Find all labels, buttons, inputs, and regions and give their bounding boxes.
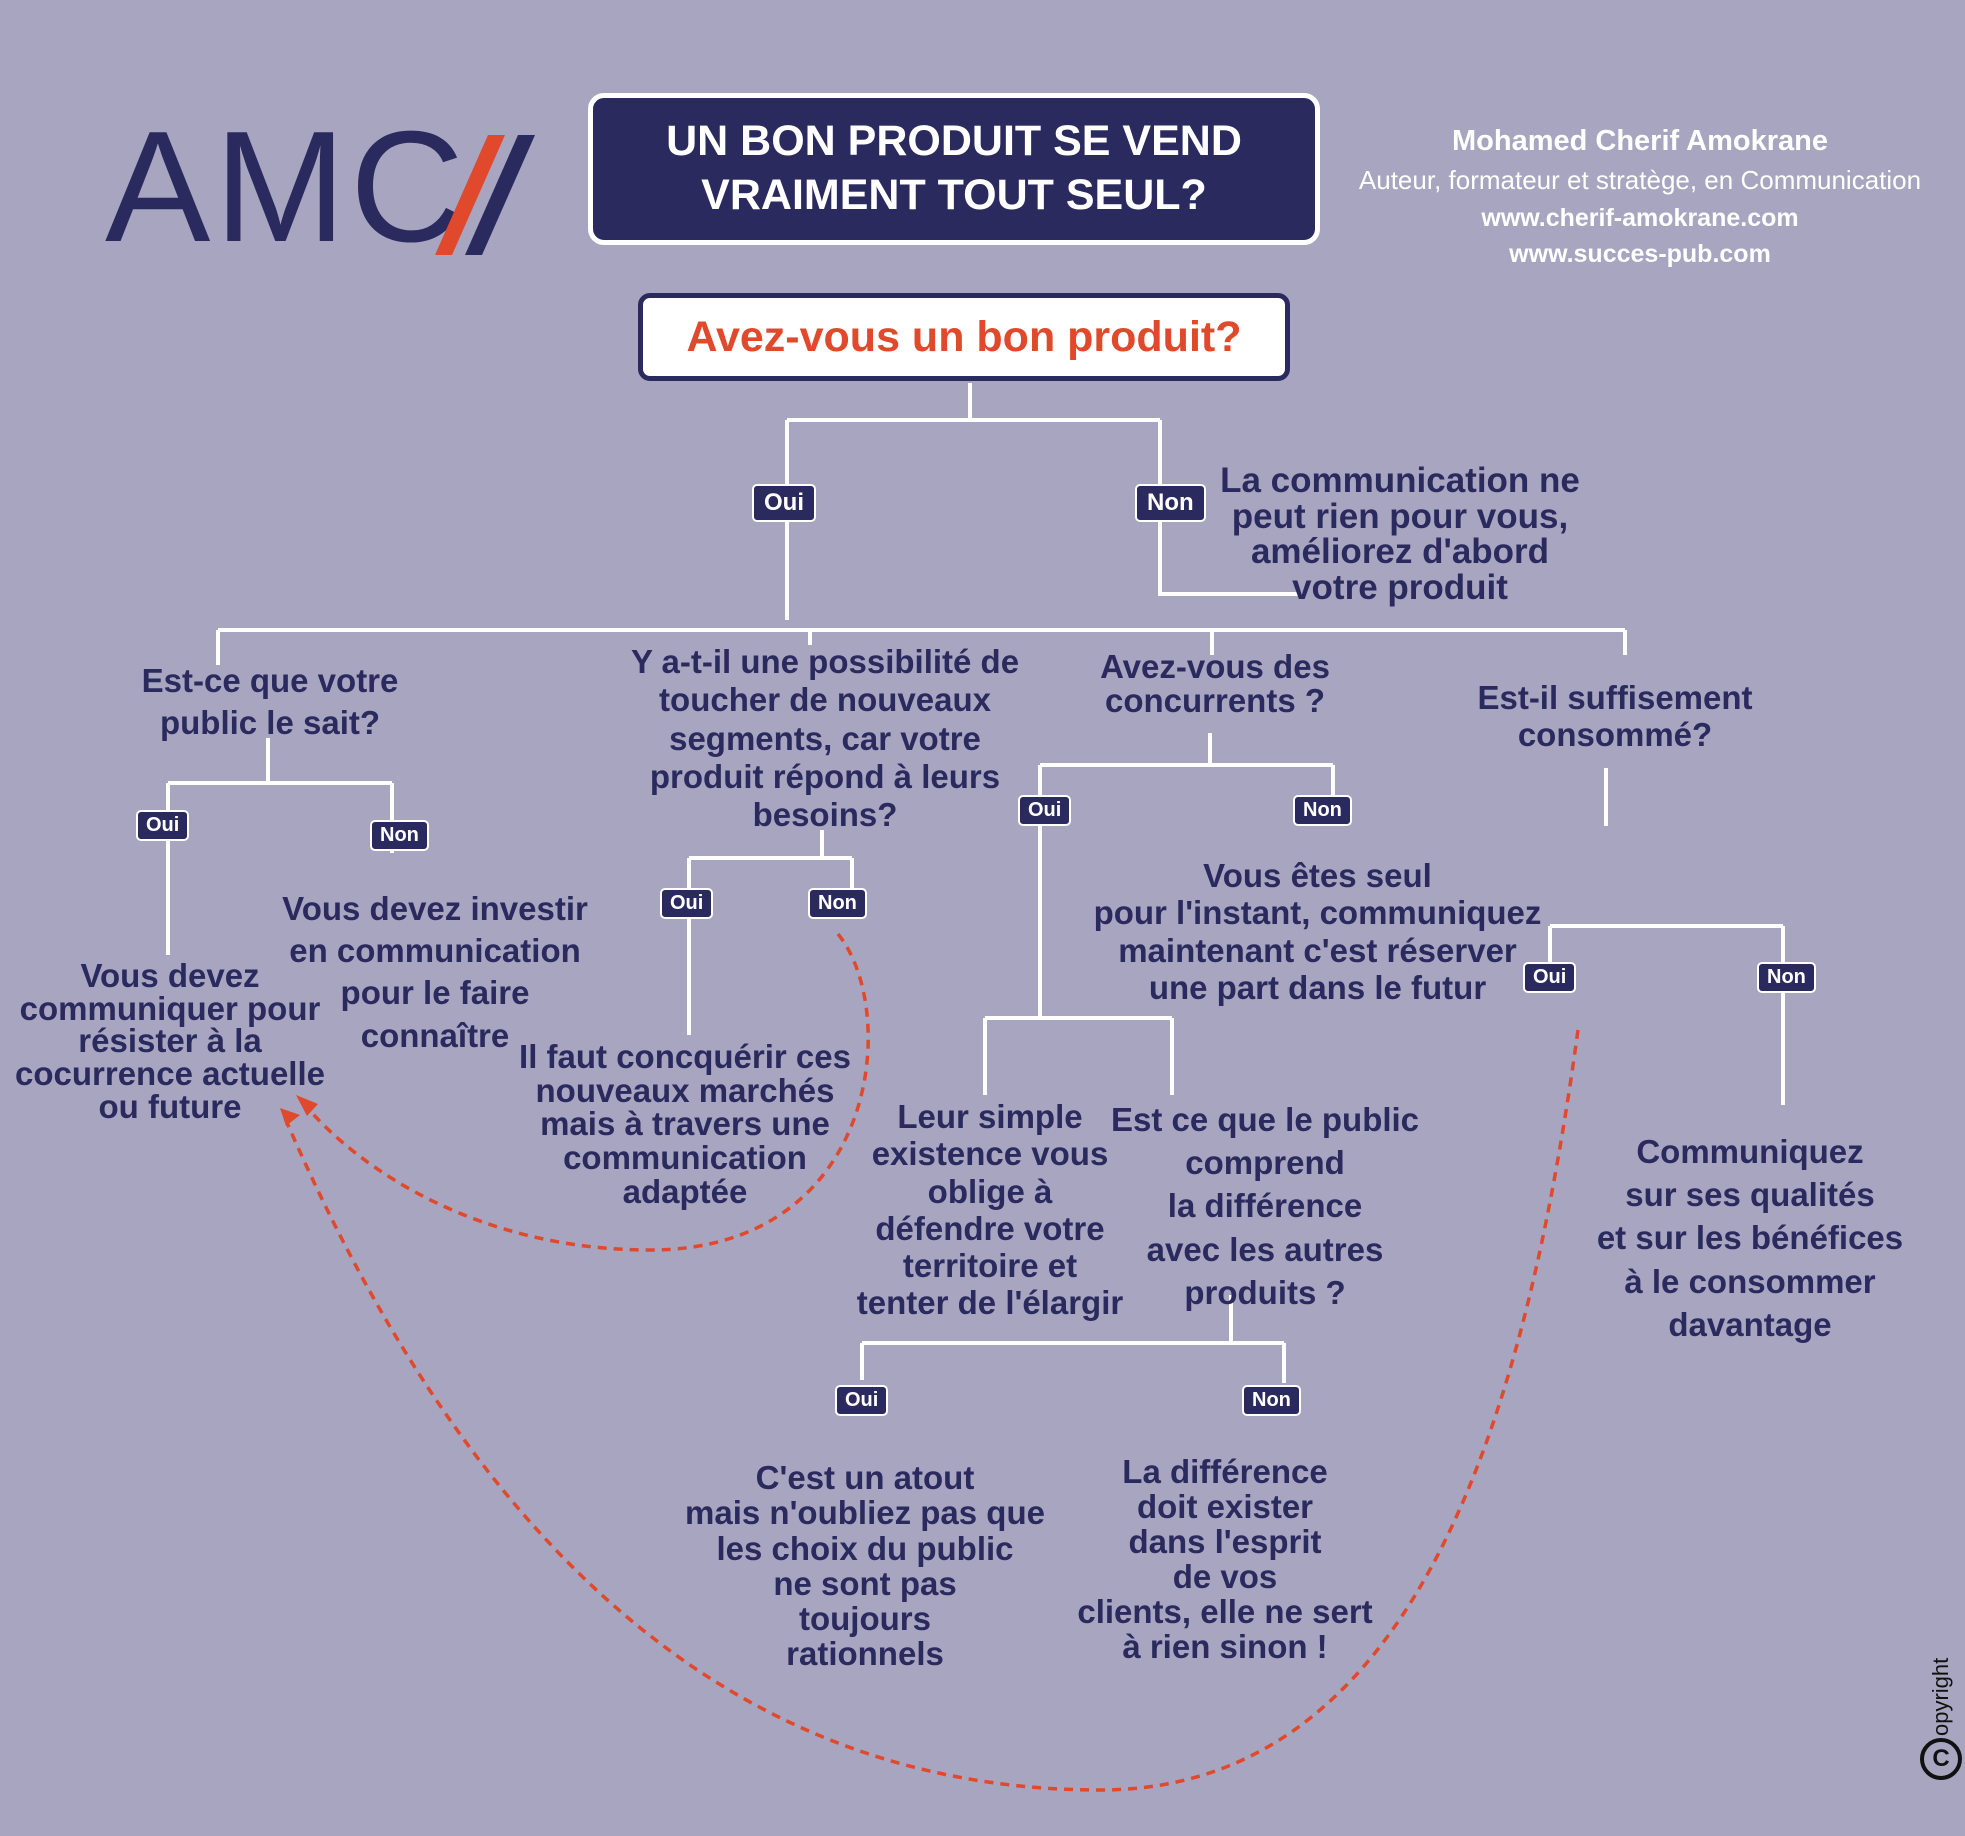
title-line-1: UN BON PRODUIT SE VEND <box>666 117 1242 166</box>
segments-yes-answer: Il faut concquérir ces nouveaux marchés … <box>519 1038 851 1210</box>
public-yes-tag: Oui <box>136 810 190 841</box>
segments-no-tag: Non <box>808 888 867 919</box>
copyright-text: opyright <box>1928 1657 1953 1736</box>
difference-yes-answer: C'est un atout mais n'oubliez pas que le… <box>685 1459 1045 1673</box>
public-yes-answer: Vous devez communiquer pour résister à l… <box>15 957 325 1125</box>
segments-yes-tag: Oui <box>660 888 714 919</box>
root-no-answer: La communication ne peut rien pour vous,… <box>1220 461 1580 608</box>
copyright-mark: C opyright <box>1920 1658 1962 1780</box>
title-line-2: VRAIMENT TOUT SEUL? <box>701 171 1207 219</box>
public-no-tag: Non <box>370 820 429 851</box>
consumed-yes-tag: Oui <box>1523 962 1577 993</box>
public-question: Est-ce que votre public le sait? <box>141 662 399 742</box>
root-yes-tag: Oui <box>752 484 816 522</box>
author-name: Mohamed Cherif Amokrane <box>1452 125 1828 157</box>
author-site-1: www.cherif-amokrane.com <box>1481 203 1799 232</box>
copyright-icon: C <box>1920 1738 1962 1780</box>
difference-question: Est ce que le public comprend la différe… <box>1110 1101 1420 1311</box>
competitors-yes-tag: Oui <box>1018 795 1072 826</box>
difference-yes-tag: Oui <box>835 1385 889 1416</box>
consumed-no-tag: Non <box>1757 962 1816 993</box>
root-no-tag: Non <box>1135 484 1206 522</box>
author-role: Auteur, formateur et stratège, en Commun… <box>1358 165 1922 196</box>
public-no-answer: Vous devez investir en communication pou… <box>282 890 588 1054</box>
competitors-no-answer: Vous êtes seul pour l'instant, communiqu… <box>1093 857 1542 1006</box>
title-box: UN BON PRODUIT SE VEND VRAIMENT TOUT SEU… <box>588 93 1320 245</box>
difference-no-tag: Non <box>1242 1385 1301 1416</box>
dashed-arrows <box>283 932 1580 1792</box>
segments-question: Y a-t-il une possibilité de toucher de n… <box>630 643 1020 834</box>
author-block: Mohamed Cherif Amokrane Auteur, formateu… <box>1310 120 1965 272</box>
consumed-no-answer: Communiquez sur ses qualités et sur les … <box>1596 1133 1904 1343</box>
amc-logo: AMC <box>105 99 469 275</box>
competitors-no-tag: Non <box>1293 795 1352 826</box>
competitors-yes-left: Leur simple existence vous oblige à défe… <box>856 1098 1124 1322</box>
author-site-2: www.succes-pub.com <box>1509 239 1771 268</box>
competitors-question: Avez-vous des concurrents ? <box>1100 648 1330 719</box>
arrow-heads <box>280 1095 318 1126</box>
consumed-question: Est-il suffisement consommé? <box>1477 679 1753 753</box>
tree-connectors <box>166 383 1785 1383</box>
difference-no-answer: La différence doit exister dans l'esprit… <box>1077 1453 1373 1665</box>
logo-slash-icon <box>435 135 535 255</box>
root-question: Avez-vous un bon produit? <box>638 293 1290 381</box>
